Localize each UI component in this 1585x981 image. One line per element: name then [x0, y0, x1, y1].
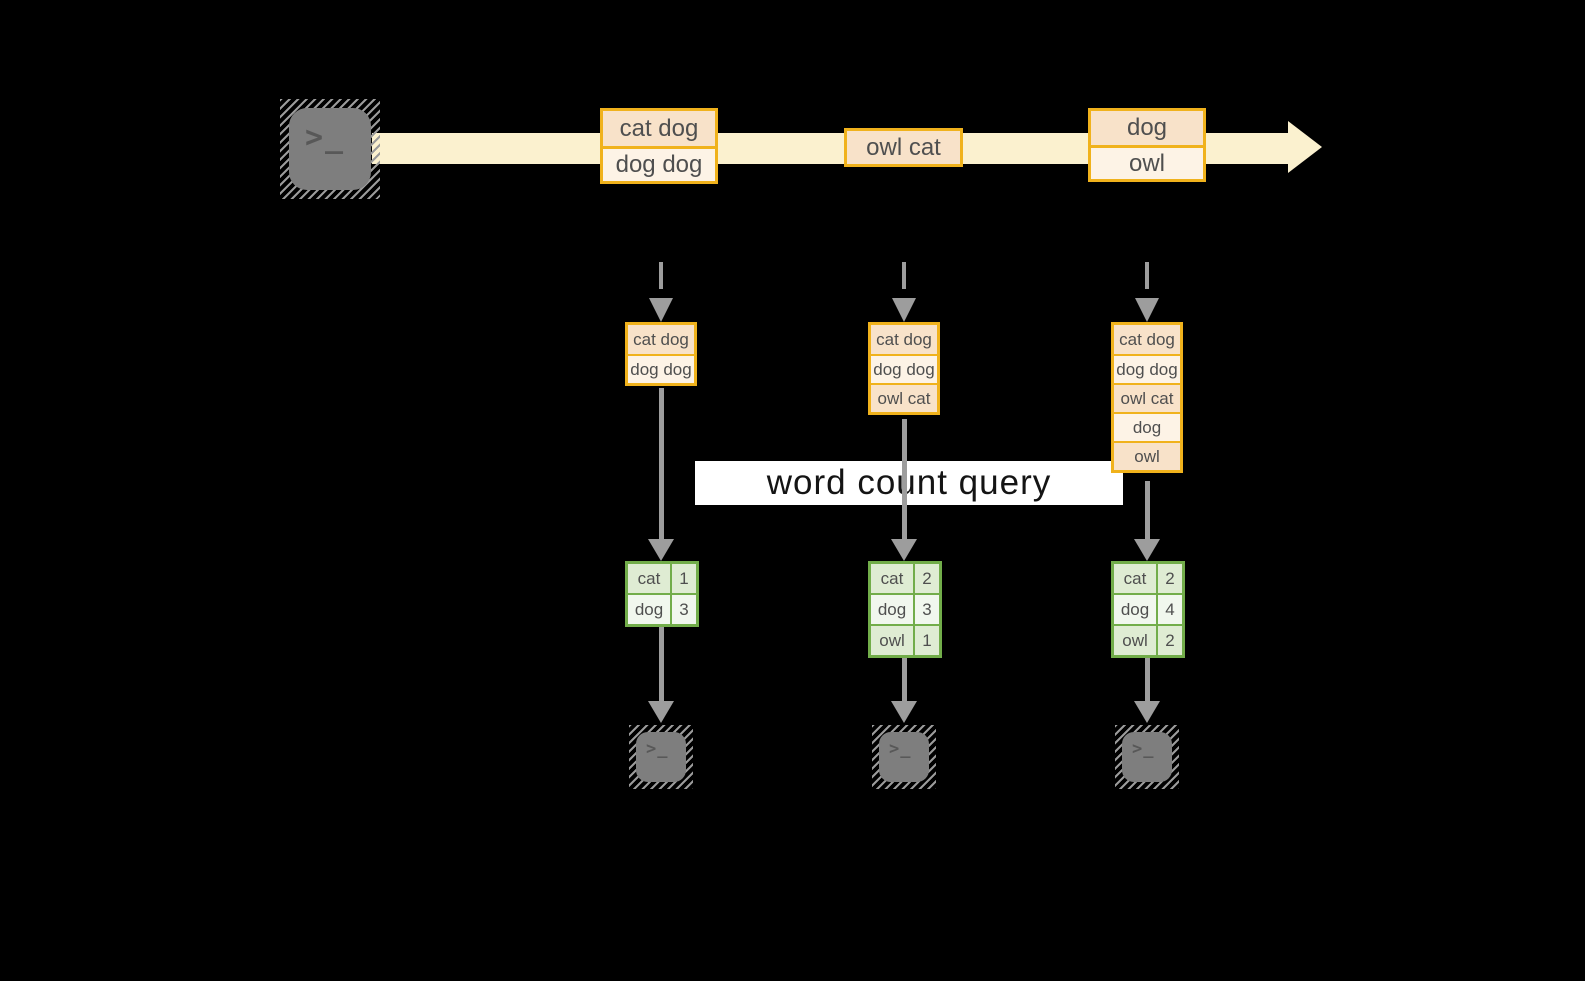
buffered-record: owl cat [871, 383, 937, 412]
stream-arrowhead-icon [1288, 121, 1322, 173]
terminal-prompt-glyph: >_ [646, 739, 669, 759]
word-cell: owl [1114, 626, 1156, 655]
output-terminal-icon: >_ [629, 725, 693, 789]
dashed-arrow-segment [902, 262, 906, 289]
output-terminal-icon: >_ [872, 725, 936, 789]
count-cell: 3 [672, 595, 696, 624]
word-cell: dog [1114, 595, 1156, 624]
dashed-arrow-segment [659, 262, 663, 289]
arrowhead-icon [1135, 298, 1159, 322]
stream-batch-1: cat dog dog dog [600, 108, 718, 184]
stream-record: cat dog [603, 111, 715, 146]
buffered-records-3: cat dog dog dog owl cat dog owl [1111, 322, 1183, 473]
terminal-prompt-glyph: >_ [889, 739, 912, 759]
stream-record: owl [1091, 145, 1203, 179]
buffered-record: cat dog [871, 325, 937, 354]
buffered-record: dog [1114, 412, 1180, 441]
arrowhead-icon [1134, 539, 1160, 561]
terminal-screen: >_ [289, 108, 371, 190]
stream-record: owl cat [847, 131, 960, 164]
dashed-arrow-segment [1145, 262, 1149, 289]
flow-arrow-line [902, 419, 907, 541]
terminal-screen: >_ [636, 732, 686, 782]
word-count-table-1: cat 1 dog 3 [625, 561, 699, 627]
arrowhead-icon [648, 701, 674, 723]
flow-arrow-line [1145, 658, 1150, 703]
word-cell: dog [871, 595, 913, 624]
arrowhead-icon [892, 298, 916, 322]
terminal-screen: >_ [879, 732, 929, 782]
buffered-records-1: cat dog dog dog [625, 322, 697, 386]
arrowhead-icon [648, 539, 674, 561]
count-cell: 4 [1158, 595, 1182, 624]
buffered-record: owl [1114, 441, 1180, 470]
arrowhead-icon [891, 539, 917, 561]
output-terminal-icon: >_ [1115, 725, 1179, 789]
count-cell: 2 [1158, 564, 1182, 593]
buffered-record: cat dog [1114, 325, 1180, 354]
word-cell: dog [628, 595, 670, 624]
flow-arrow-line [1145, 481, 1150, 541]
buffered-records-2: cat dog dog dog owl cat [868, 322, 940, 415]
terminal-screen: >_ [1122, 732, 1172, 782]
word-cell: cat [871, 564, 913, 593]
buffered-record: cat dog [628, 325, 694, 354]
count-cell: 1 [672, 564, 696, 593]
source-terminal-icon: >_ [280, 99, 380, 199]
buffered-record: dog dog [1114, 354, 1180, 383]
word-cell: cat [1114, 564, 1156, 593]
word-count-table-2: cat 2 dog 3 owl 1 [868, 561, 942, 658]
stream-batch-2: owl cat [844, 128, 963, 167]
buffered-record: owl cat [1114, 383, 1180, 412]
flow-arrow-line [659, 388, 664, 541]
word-cell: cat [628, 564, 670, 593]
arrowhead-icon [1134, 701, 1160, 723]
query-banner: word count query [695, 461, 1123, 505]
flow-arrow-line [659, 627, 664, 703]
terminal-prompt-glyph: >_ [1132, 739, 1155, 759]
flow-arrow-line [902, 658, 907, 703]
buffered-record: dog dog [628, 354, 694, 383]
count-cell: 1 [915, 626, 939, 655]
count-cell: 3 [915, 595, 939, 624]
stream-record: dog dog [603, 146, 715, 181]
stream-batch-3: dog owl [1088, 108, 1206, 182]
word-count-table-3: cat 2 dog 4 owl 2 [1111, 561, 1185, 658]
stream-record: dog [1091, 111, 1203, 145]
word-cell: owl [871, 626, 913, 655]
count-cell: 2 [1158, 626, 1182, 655]
count-cell: 2 [915, 564, 939, 593]
query-banner-label: word count query [766, 463, 1052, 502]
arrowhead-icon [649, 298, 673, 322]
buffered-record: dog dog [871, 354, 937, 383]
terminal-prompt-glyph: >_ [305, 120, 346, 155]
arrowhead-icon [891, 701, 917, 723]
